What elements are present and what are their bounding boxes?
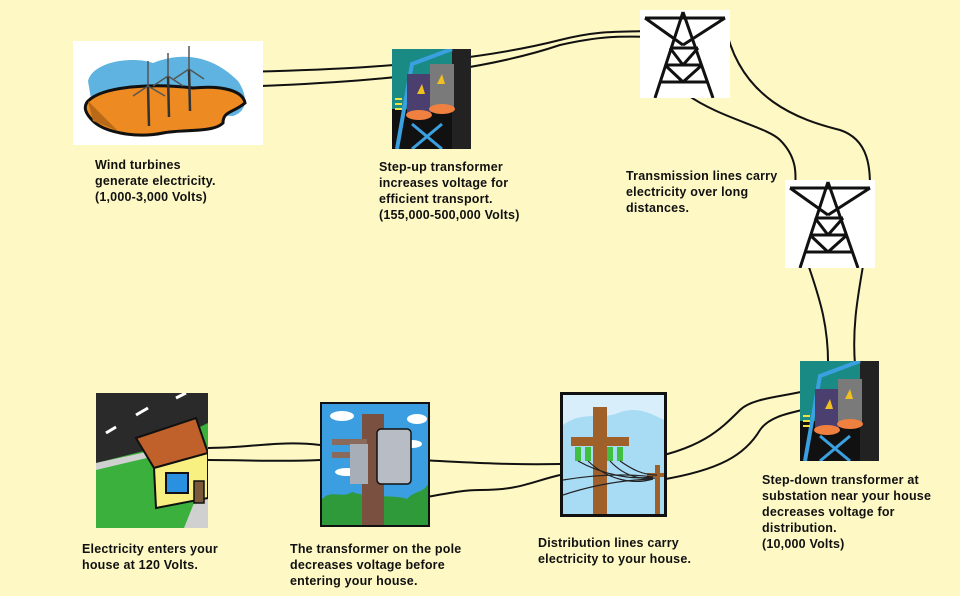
transmission-tower-1-picture bbox=[640, 10, 730, 98]
house-icon bbox=[96, 393, 208, 528]
caption-transmission: Transmission lines carry electricity ove… bbox=[626, 169, 778, 215]
wire-dist-to-pole-2 bbox=[419, 474, 561, 499]
step-up-transformer-picture bbox=[392, 49, 471, 149]
caption-wind: Wind turbines generate electricity. (1,0… bbox=[95, 158, 216, 204]
substation-icon bbox=[800, 361, 879, 461]
transmission-tower-icon bbox=[789, 181, 871, 268]
wind-turbine-picture bbox=[73, 41, 263, 145]
caption-step-down: Step-down transformer at substation near… bbox=[762, 473, 932, 551]
transmission-tower-2-picture bbox=[785, 180, 875, 268]
house-picture bbox=[96, 393, 208, 528]
caption-pole-transformer: The transformer on the pole decreases vo… bbox=[290, 542, 462, 588]
wire-dist-to-pole-1 bbox=[419, 459, 561, 466]
transmission-tower-icon bbox=[644, 11, 726, 98]
utility-pole-icon bbox=[563, 395, 664, 514]
distribution-lines-picture bbox=[560, 392, 667, 517]
transformer-icon bbox=[392, 49, 471, 149]
caption-step-up: Step-up transformer increases voltage fo… bbox=[379, 160, 520, 222]
step-down-transformer-picture bbox=[800, 361, 879, 461]
wire-tower1-to-tower2-2 bbox=[724, 24, 871, 191]
wire-pole-to-house-2 bbox=[207, 459, 321, 462]
pole-transformer-picture bbox=[320, 402, 430, 527]
caption-distribution: Distribution lines carry electricity to … bbox=[538, 536, 692, 566]
pole-transformer-icon bbox=[322, 411, 428, 525]
caption-house: Electricity enters your house at 120 Vol… bbox=[82, 542, 218, 572]
wire-pole-to-house-1 bbox=[207, 442, 321, 449]
wind-turbine-icon bbox=[83, 46, 247, 137]
